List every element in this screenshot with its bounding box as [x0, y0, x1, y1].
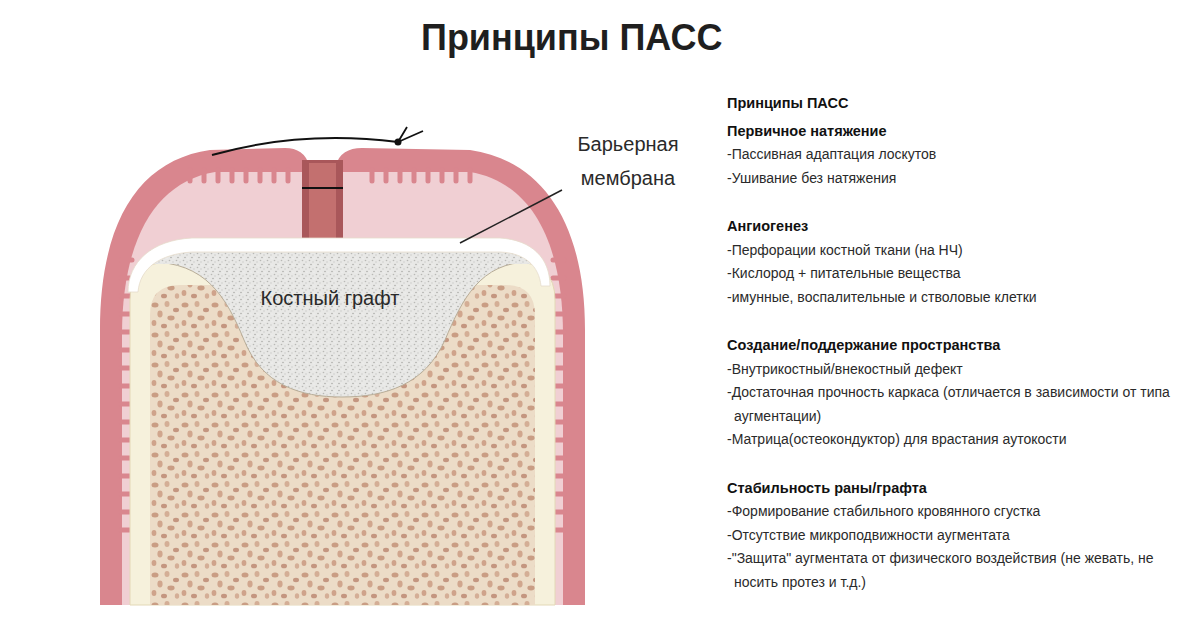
bullet-text: -Кислород + питательные вещества [727, 262, 1182, 286]
page-title: Принципы ПАСС [421, 17, 722, 59]
bullet-text: -Формирование стабильного кровянного сгу… [727, 500, 1182, 524]
bullet-text: -Отсутствие микроподвижности аугментата [727, 524, 1182, 548]
section-heading: Создание/поддержание пространства [727, 334, 1182, 358]
bullet-text: -Ушивание без натяжения [727, 167, 1182, 191]
bullet-text: -Внутрикостный/внекостный дефект [727, 358, 1182, 382]
list-heading: Принципы ПАСС [727, 92, 1182, 116]
section-heading: Стабильность раны/графта [727, 477, 1182, 501]
bullet-text: -Перфорации костной ткани (на НЧ) [727, 239, 1182, 263]
bullet-text: -имунные, воспалительные и стволовые кле… [727, 286, 1182, 310]
bullet-text: -Достаточная прочность каркаса (отличает… [727, 381, 1182, 428]
section-heading: Первичное натяжение [727, 120, 1182, 144]
membrane-label: Барьерная мембрана [563, 127, 693, 195]
bullet-text: -Матрица(остеокондуктор) для врастания а… [727, 428, 1182, 452]
bullet-text: -"Защита" аугментата от физического возд… [727, 547, 1182, 594]
section-heading: Ангиогенез [727, 215, 1182, 239]
principles-column: Принципы ПАСС Первичное натяжение-Пассивн… [727, 92, 1182, 594]
bullet-text: -Пассивная адаптация лоскутов [727, 143, 1182, 167]
graft-label: Костный графт [230, 284, 430, 312]
